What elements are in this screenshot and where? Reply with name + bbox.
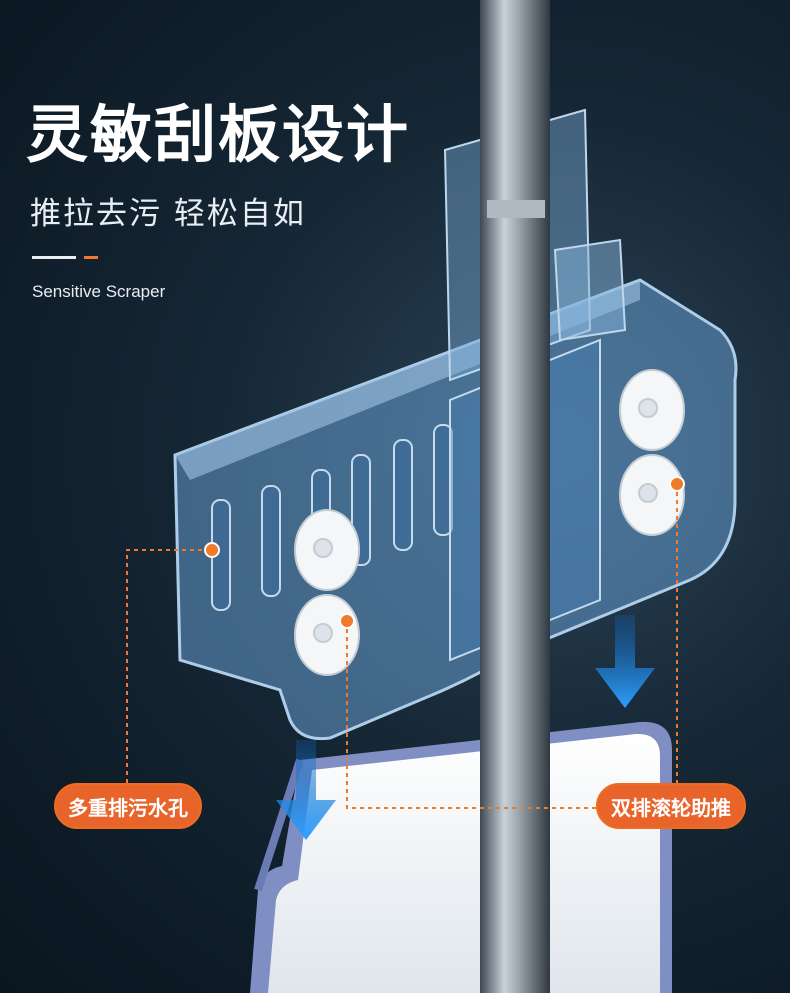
roller-marker-dot [339, 613, 355, 629]
headline: 灵敏刮板设计 [26, 98, 411, 171]
divider-line [32, 256, 76, 259]
callout-leaders [126, 484, 678, 809]
mop-pole [480, 0, 550, 993]
roller-wheels [294, 369, 685, 676]
subheadline: 推拉去污 轻松自如 [30, 196, 306, 232]
mop-pad [250, 721, 672, 993]
callout-dual-rollers: 双排滚轮助推 [596, 783, 746, 829]
push-arrows [276, 615, 655, 840]
callout-drain-holes: 多重排污水孔 [54, 783, 202, 829]
roller-marker-dot-right [669, 476, 685, 492]
english-caption: Sensitive Scraper [32, 282, 166, 301]
divider-accent [84, 256, 98, 259]
drain-marker-dot [204, 542, 220, 558]
